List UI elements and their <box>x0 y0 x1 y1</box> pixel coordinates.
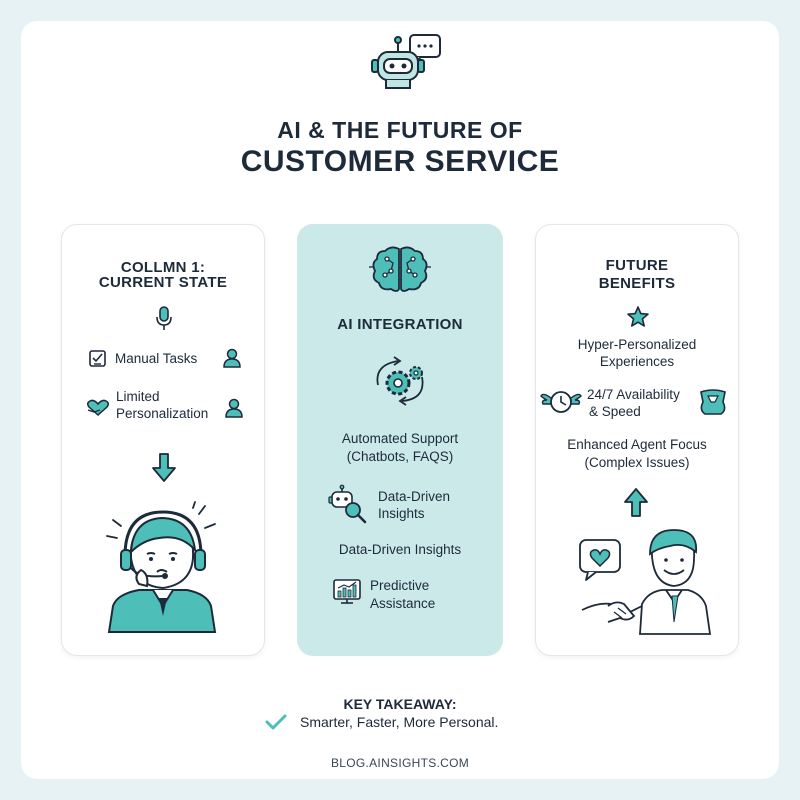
title-line-2: CUSTOMER SERVICE <box>240 145 560 178</box>
checklist-icon <box>89 350 106 367</box>
predictive-line-2: Assistance <box>370 596 436 611</box>
title-line-1: AI & THE FUTURE OF <box>277 117 523 143</box>
limited-label-line-2: Personalization <box>116 406 209 421</box>
right-heading-line-2: BENEFITS <box>598 275 676 292</box>
checkmark-icon <box>265 714 287 730</box>
automated-support-line-1: Automated Support <box>341 431 459 446</box>
heart-hand-icon <box>86 399 110 417</box>
availability-line-1: 24/7 Availability <box>587 387 680 402</box>
column-future-benefits <box>535 224 739 656</box>
support-agent-illustration <box>106 501 217 633</box>
automated-support-line-2: (Chatbots, FAQS) <box>346 449 454 464</box>
limited-label-line-1: Limited <box>116 389 160 404</box>
person-icon <box>223 348 241 368</box>
availability-line-2: & Speed <box>589 404 641 419</box>
winged-clock-icon <box>540 391 582 413</box>
right-heading-line-1: FUTURE <box>605 257 669 274</box>
left-heading-line-1: COLLMN 1: <box>120 259 206 276</box>
key-takeaway-heading: KEY TAKEAWAY: <box>343 696 457 712</box>
gear-cycle-icon <box>376 356 424 406</box>
enhanced-focus-line-1: Enhanced Agent Focus <box>567 437 707 452</box>
data-driven-insights-label: Data-Driven Insights <box>338 542 462 557</box>
key-takeaway-text: Smarter, Faster, More Personal. <box>300 714 499 730</box>
left-heading-line-2: CURRENT STATE <box>98 274 228 291</box>
footer-url[interactable]: BLOG.AINSIGHTS.COM <box>330 756 470 770</box>
column-ai-integration <box>297 224 503 656</box>
arrow-up-icon <box>624 488 648 517</box>
robot-magnifier-icon <box>328 484 367 524</box>
brain-circuit-icon <box>369 246 431 292</box>
arrow-down-icon <box>152 453 176 482</box>
hyper-personalized-line-2: Experiences <box>599 354 675 369</box>
hyper-personalized-line-1: Hyper-Personalized <box>577 337 697 352</box>
microphone-icon <box>156 306 172 330</box>
chatbot-robot-icon <box>371 34 441 89</box>
chart-monitor-icon <box>333 579 361 604</box>
star-icon <box>627 306 649 327</box>
predictive-line-1: Predictive <box>370 578 430 593</box>
data-driven-line-1: Data-Driven <box>378 489 451 504</box>
manual-tasks-label: Manual Tasks <box>115 351 198 366</box>
data-driven-line-2: Insights <box>378 506 425 521</box>
hero-cape-icon <box>700 389 726 415</box>
happy-customer-illustration <box>579 529 712 635</box>
person-icon <box>225 398 243 418</box>
mid-heading: AI INTEGRATION <box>337 316 463 333</box>
enhanced-focus-line-2: (Complex Issues) <box>584 455 690 470</box>
